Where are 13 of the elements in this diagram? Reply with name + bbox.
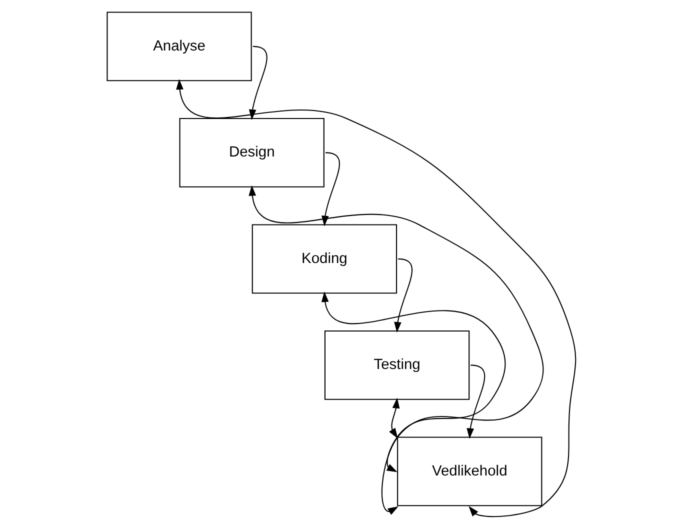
arrow — [321, 292, 506, 472]
arrow — [389, 398, 400, 439]
node-box: Testing — [324, 330, 470, 400]
arrow — [176, 79, 576, 518]
node-box: Koding — [252, 224, 398, 294]
arrow — [248, 185, 544, 515]
node-box: Analyse — [106, 12, 252, 82]
node-box: Design — [179, 118, 324, 188]
arrow — [466, 364, 486, 439]
arrow — [322, 152, 340, 226]
arrow — [248, 46, 268, 120]
node-box: Vedlikehold — [397, 436, 542, 506]
arrow — [394, 258, 413, 333]
